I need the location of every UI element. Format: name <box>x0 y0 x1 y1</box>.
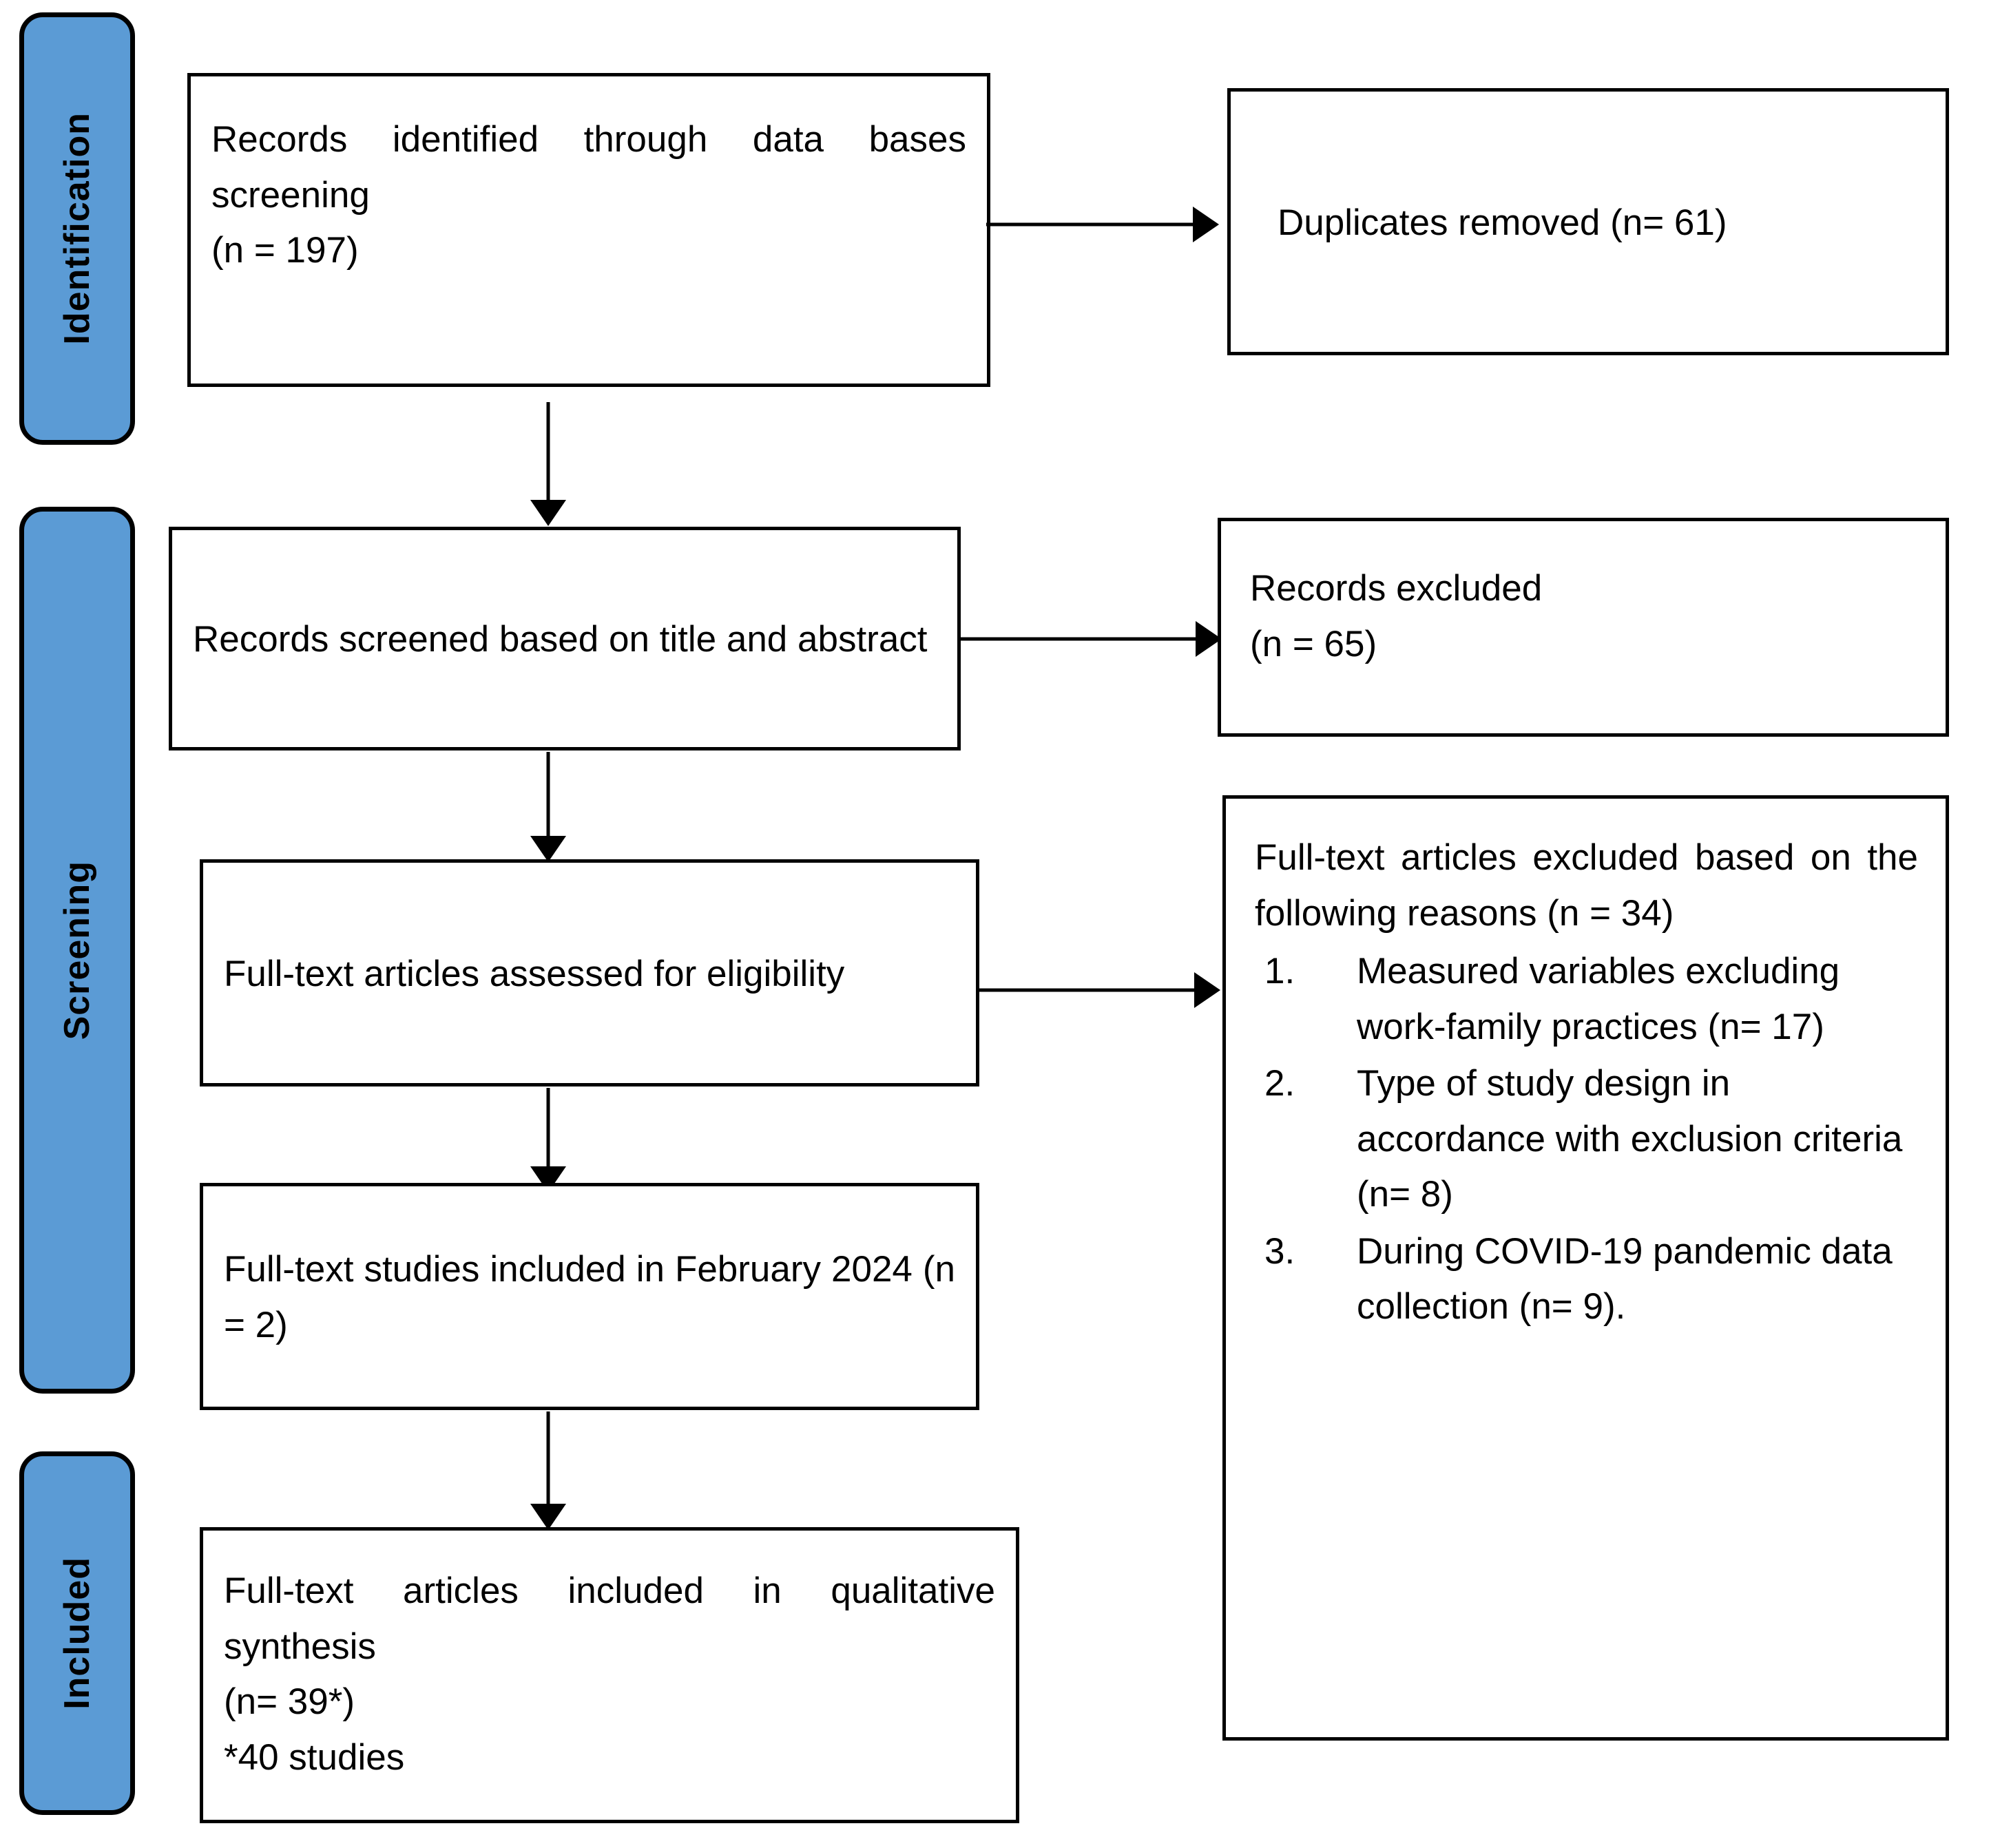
records-excluded-count: (n = 65) <box>1250 623 1377 664</box>
box-records-screened: Records screened based on title and abst… <box>169 527 961 750</box>
stage-identification: Identification <box>19 12 135 445</box>
box-fulltext-assessed: Full-text articles assessed for eligibil… <box>200 859 979 1086</box>
reason-number: 3. <box>1264 1230 1295 1272</box>
connector-assessed-to-fulltext-excluded <box>978 972 1220 1008</box>
connector-line <box>546 402 550 508</box>
exclusion-reasons-list: 1. Measured variables excluding work-fam… <box>1255 944 1918 1335</box>
connector-line <box>959 637 1204 641</box>
stage-identification-label: Identification <box>57 112 97 345</box>
box-fulltext-included-february: Full-text studies included in February 2… <box>200 1183 979 1410</box>
stage-included-label: Included <box>57 1557 97 1710</box>
qualitative-synthesis-note: *40 studies <box>224 1736 405 1778</box>
box-records-identified: Records identified through data bases sc… <box>187 73 990 387</box>
connector-screened-to-excluded <box>959 621 1222 657</box>
connector-line <box>546 752 550 844</box>
reason-text: During COVID-19 pandemic data collection… <box>1357 1230 1893 1327</box>
connector-line <box>986 222 1201 227</box>
fulltext-excluded-heading: Full-text articles excluded based on the… <box>1255 837 1918 934</box>
list-item: 3. During COVID-19 pandemic data collect… <box>1255 1224 1918 1335</box>
reason-number: 1. <box>1264 951 1295 992</box>
box-records-excluded: Records excluded (n = 65) <box>1218 518 1949 737</box>
box-qualitative-synthesis: Full-text articles included in qualitati… <box>200 1527 1019 1823</box>
connector-included-feb-to-qualitative <box>530 1411 566 1530</box>
arrowhead-right-icon <box>1194 972 1220 1008</box>
connector-assessed-to-included-feb <box>530 1088 566 1193</box>
box-fulltext-excluded-reasons: Full-text articles excluded based on the… <box>1222 795 1949 1741</box>
qualitative-synthesis-count: (n= 39*) <box>224 1681 355 1723</box>
arrowhead-down-icon <box>530 1504 566 1530</box>
fulltext-assessed-text: Full-text articles assessed for eligibil… <box>224 953 845 994</box>
connector-screened-to-assessed <box>530 752 566 862</box>
connector-identified-to-duplicates <box>986 207 1219 242</box>
connector-line <box>978 988 1202 992</box>
arrowhead-down-icon <box>530 500 566 526</box>
reason-number: 2. <box>1264 1063 1295 1104</box>
arrowhead-right-icon <box>1196 621 1222 657</box>
stage-included: Included <box>19 1451 135 1815</box>
connector-line <box>546 1411 550 1512</box>
records-excluded-text: Records excluded <box>1250 568 1543 609</box>
box-duplicates-removed: Duplicates removed (n= 61) <box>1227 88 1949 355</box>
records-identified-text: Records identified through data bases sc… <box>211 119 966 216</box>
connector-line <box>546 1088 550 1175</box>
records-identified-count: (n = 197) <box>211 230 359 271</box>
reason-text: Type of study design in accordance with … <box>1357 1063 1903 1215</box>
connector-identified-to-screened <box>530 402 566 526</box>
qualitative-synthesis-text: Full-text articles included in qualitati… <box>224 1571 995 1667</box>
list-item: 1. Measured variables excluding work-fam… <box>1255 944 1918 1055</box>
list-item: 2. Type of study design in accordance wi… <box>1255 1056 1918 1223</box>
arrowhead-down-icon <box>530 836 566 862</box>
stage-screening-label: Screening <box>57 860 97 1040</box>
stage-screening: Screening <box>19 507 135 1394</box>
fulltext-included-february-text: Full-text studies included in February 2… <box>224 1249 955 1345</box>
arrowhead-right-icon <box>1193 207 1219 242</box>
duplicates-removed-text: Duplicates removed (n= 61) <box>1278 202 1727 243</box>
records-screened-text: Records screened based on title and abst… <box>193 619 928 660</box>
reason-text: Measured variables excluding work-family… <box>1357 951 1840 1047</box>
